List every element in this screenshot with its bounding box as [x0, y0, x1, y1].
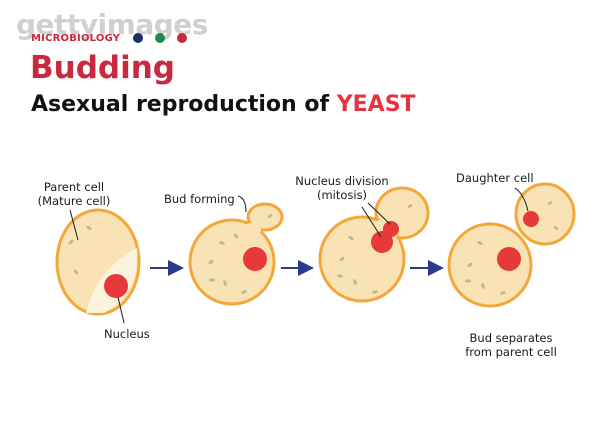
- dividing-cell: [318, 186, 430, 303]
- former-parent-nucleus: [497, 247, 521, 271]
- label-parent-cell-line1: Parent cell: [43, 180, 105, 194]
- page-title: Budding: [30, 50, 175, 86]
- label-parent-cell: Parent cell (Mature cell): [37, 180, 111, 208]
- dividing-nucleus-upper: [383, 221, 399, 237]
- subtitle-highlight: YEAST: [336, 92, 416, 117]
- leader-lines: [69, 187, 529, 324]
- label-nucleus: Nucleus: [104, 327, 150, 341]
- daughter-cell-body: [514, 182, 576, 246]
- label-bud-separates-line1: Bud separates: [469, 331, 553, 345]
- label-nucleus-division-line2: (mitosis): [316, 188, 368, 202]
- leader-daughter: [514, 187, 529, 212]
- budding-nucleus: [243, 247, 267, 271]
- page-subtitle: Asexual reproduction of YEAST: [31, 92, 416, 117]
- daughter-nucleus: [523, 211, 539, 227]
- label-bud-separates-line2: from parent cell: [465, 345, 557, 359]
- category-label: MICROBIOLOGY: [31, 33, 121, 44]
- bud-neck: [243, 223, 261, 237]
- dot-red: [177, 33, 187, 43]
- leader-division-a: [361, 206, 382, 238]
- label-parent-cell-line2: (Mature cell): [37, 194, 111, 208]
- leader-division-b: [367, 202, 391, 225]
- leader-nucleus: [117, 296, 125, 324]
- label-nucleus-division-line1: Nucleus division: [295, 174, 389, 188]
- small-bud: [246, 202, 284, 232]
- subtitle-prefix: Asexual reproduction of: [31, 92, 337, 117]
- separated-cells: [447, 182, 576, 308]
- budding-cell-body: [188, 218, 276, 306]
- cytoplasm-granules: [68, 201, 559, 295]
- dot-navy: [133, 33, 143, 43]
- leader-parent: [69, 209, 79, 241]
- parent-nucleus: [104, 274, 128, 298]
- label-nucleus-division: Nucleus division (mitosis): [288, 174, 396, 202]
- former-parent-cell: [447, 222, 533, 308]
- label-bud-forming: Bud forming: [164, 192, 235, 206]
- dividing-nucleus-lower: [371, 231, 393, 253]
- watermark: gettyimages: [16, 8, 208, 41]
- leader-bud: [237, 195, 247, 213]
- parent-cell: [55, 208, 141, 316]
- label-bud-separates: Bud separates from parent cell: [459, 331, 563, 359]
- label-daughter-cell: Daughter cell: [456, 171, 534, 185]
- bud-forming-cell: [188, 202, 284, 306]
- dot-green: [155, 33, 165, 43]
